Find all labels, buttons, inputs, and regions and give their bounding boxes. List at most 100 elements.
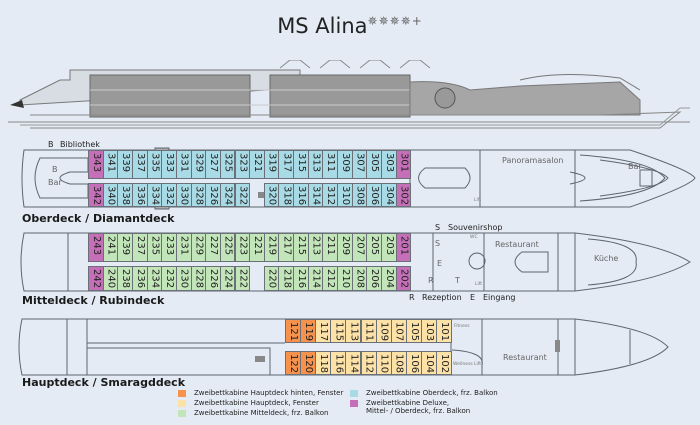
cabin-339[interactable]: 339	[117, 150, 133, 179]
cabin-223[interactable]: 223	[234, 233, 251, 262]
cabin-323[interactable]: 323	[234, 150, 251, 179]
cabin-107[interactable]: 107	[390, 319, 407, 343]
cabin-210[interactable]: 210	[337, 266, 353, 291]
cabin-305[interactable]: 305	[366, 150, 382, 179]
cabin-214[interactable]: 214	[307, 266, 324, 291]
cabin-316[interactable]: 316	[293, 183, 309, 207]
cabin-222[interactable]: 222	[234, 266, 251, 291]
cabin-301[interactable]: 301	[395, 150, 412, 179]
cabin-206[interactable]: 206	[366, 266, 382, 291]
cabin-231[interactable]: 231	[175, 233, 192, 262]
cabin-116[interactable]: 116	[330, 351, 347, 375]
cabin-238[interactable]: 238	[117, 266, 133, 291]
cabin-207[interactable]: 207	[351, 233, 368, 262]
cabin-122[interactable]: 122	[285, 351, 302, 375]
cabin-215[interactable]: 215	[293, 233, 309, 262]
cabin-111[interactable]: 111	[360, 319, 377, 343]
cabin-314[interactable]: 314	[307, 183, 324, 207]
cabin-317[interactable]: 317	[278, 150, 295, 179]
cabin-342[interactable]: 342	[88, 183, 104, 207]
cabin-242[interactable]: 242	[88, 266, 104, 291]
cabin-105[interactable]: 105	[405, 319, 422, 343]
cabin-201[interactable]: 201	[395, 233, 412, 262]
cabin-234[interactable]: 234	[146, 266, 163, 291]
cabin-334[interactable]: 334	[146, 183, 163, 207]
cabin-230[interactable]: 230	[175, 266, 192, 291]
cabin-243[interactable]: 243	[88, 233, 104, 262]
cabin-335[interactable]: 335	[146, 150, 163, 179]
cabin-218[interactable]: 218	[278, 266, 295, 291]
cabin-241[interactable]: 241	[102, 233, 119, 262]
cabin-216[interactable]: 216	[293, 266, 309, 291]
cabin-228[interactable]: 228	[190, 266, 207, 291]
cabin-229[interactable]: 229	[190, 233, 207, 262]
cabin-235[interactable]: 235	[146, 233, 163, 262]
cabin-311[interactable]: 311	[322, 150, 339, 179]
cabin-211[interactable]: 211	[322, 233, 339, 262]
cabin-101[interactable]: 101	[436, 319, 453, 343]
cabin-115[interactable]: 115	[330, 319, 347, 343]
cabin-310[interactable]: 310	[337, 183, 353, 207]
cabin-308[interactable]: 308	[351, 183, 368, 207]
cabin-302[interactable]: 302	[395, 183, 412, 207]
cabin-220[interactable]: 220	[263, 266, 280, 291]
cabin-213[interactable]: 213	[307, 233, 324, 262]
cabin-120[interactable]: 120	[300, 351, 317, 375]
cabin-118[interactable]: 118	[315, 351, 332, 375]
cabin-119[interactable]: 119	[300, 319, 317, 343]
cabin-219[interactable]: 219	[263, 233, 280, 262]
cabin-312[interactable]: 312	[322, 183, 339, 207]
cabin-341[interactable]: 341	[102, 150, 119, 179]
cabin-332[interactable]: 332	[161, 183, 177, 207]
cabin-237[interactable]: 237	[131, 233, 148, 262]
cabin-320[interactable]: 320	[263, 183, 280, 207]
cabin-209[interactable]: 209	[337, 233, 353, 262]
cabin-233[interactable]: 233	[161, 233, 177, 262]
cabin-236[interactable]: 236	[131, 266, 148, 291]
cabin-330[interactable]: 330	[175, 183, 192, 207]
cabin-224[interactable]: 224	[219, 266, 236, 291]
cabin-108[interactable]: 108	[390, 351, 407, 375]
cabin-307[interactable]: 307	[351, 150, 368, 179]
cabin-217[interactable]: 217	[278, 233, 295, 262]
cabin-121[interactable]: 121	[285, 319, 302, 343]
cabin-324[interactable]: 324	[219, 183, 236, 207]
cabin-102[interactable]: 102	[436, 351, 453, 375]
cabin-329[interactable]: 329	[190, 150, 207, 179]
cabin-117[interactable]: 117	[315, 319, 332, 343]
cabin-202[interactable]: 202	[395, 266, 412, 291]
cabin-103[interactable]: 103	[420, 319, 437, 343]
cabin-309[interactable]: 309	[337, 150, 353, 179]
cabin-331[interactable]: 331	[175, 150, 192, 179]
cabin-319[interactable]: 319	[263, 150, 280, 179]
cabin-112[interactable]: 112	[360, 351, 377, 375]
cabin-325[interactable]: 325	[219, 150, 236, 179]
cabin-226[interactable]: 226	[205, 266, 221, 291]
cabin-232[interactable]: 232	[161, 266, 177, 291]
cabin-227[interactable]: 227	[205, 233, 221, 262]
cabin-340[interactable]: 340	[102, 183, 119, 207]
cabin-109[interactable]: 109	[375, 319, 392, 343]
cabin-343[interactable]: 343	[88, 150, 104, 179]
cabin-221[interactable]: 221	[249, 233, 265, 262]
cabin-315[interactable]: 315	[293, 150, 309, 179]
cabin-104[interactable]: 104	[420, 351, 437, 375]
cabin-212[interactable]: 212	[322, 266, 339, 291]
cabin-106[interactable]: 106	[405, 351, 422, 375]
cabin-336[interactable]: 336	[131, 183, 148, 207]
cabin-304[interactable]: 304	[381, 183, 397, 207]
cabin-322[interactable]: 322	[234, 183, 251, 207]
cabin-225[interactable]: 225	[219, 233, 236, 262]
cabin-338[interactable]: 338	[117, 183, 133, 207]
cabin-205[interactable]: 205	[366, 233, 382, 262]
cabin-110[interactable]: 110	[375, 351, 392, 375]
cabin-114[interactable]: 114	[345, 351, 362, 375]
cabin-313[interactable]: 313	[307, 150, 324, 179]
cabin-204[interactable]: 204	[381, 266, 397, 291]
cabin-208[interactable]: 208	[351, 266, 368, 291]
cabin-321[interactable]: 321	[249, 150, 265, 179]
cabin-337[interactable]: 337	[131, 150, 148, 179]
cabin-240[interactable]: 240	[102, 266, 119, 291]
cabin-203[interactable]: 203	[381, 233, 397, 262]
cabin-303[interactable]: 303	[381, 150, 397, 179]
